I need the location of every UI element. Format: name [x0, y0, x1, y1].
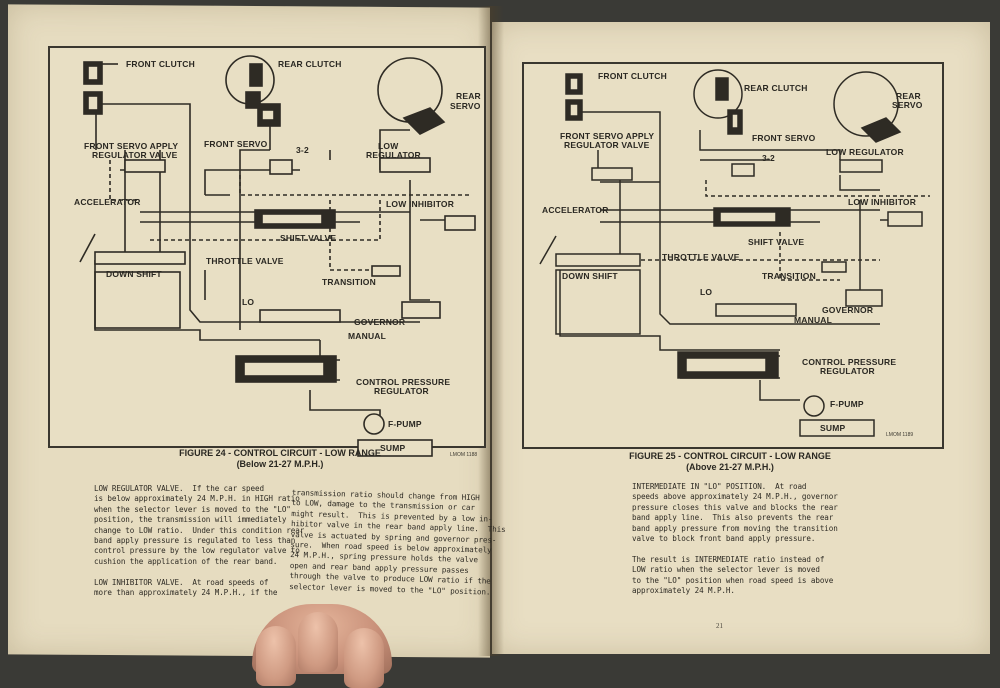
left-hydraulic-diagram: [79, 55, 476, 457]
left-text-column-1: LOW REGULATOR VALVE. If the car speed is…: [94, 484, 305, 598]
right-hydraulic-diagram: [539, 69, 930, 437]
r-label-rear-servo: REAR: [896, 91, 921, 101]
label-regulator-valve: REGULATOR VALVE: [92, 150, 178, 160]
label-low-regulator: REGULATOR: [366, 150, 421, 160]
r-label-front-clutch: FRONT CLUTCH: [598, 71, 667, 81]
left-figure-caption: FIGURE 24 - CONTROL CIRCUIT - LOW RANGE: [179, 448, 381, 458]
r-label-f-pump: F-PUMP: [830, 399, 864, 409]
right-figure-subcaption: (Above 21-27 M.P.H.): [686, 462, 774, 472]
label-throttle-valve: THROTTLE VALVE: [206, 256, 284, 266]
r-label-sump: SUMP: [820, 423, 846, 433]
label-rear-clutch: REAR CLUTCH: [278, 59, 342, 69]
r-label-lo: LO: [700, 287, 713, 297]
manual-valve-body: [259, 309, 341, 323]
label-control-pressure: CONTROL PRESSURE: [356, 377, 451, 387]
finger-2: [298, 612, 338, 672]
label-front-servo-apply: FRONT SERVO APPLY: [84, 141, 179, 151]
label-front-clutch: FRONT CLUTCH: [126, 59, 195, 69]
right-text-column: INTERMEDIATE IN "LO" POSITION. At road s…: [632, 482, 838, 596]
sump-box: [357, 439, 433, 457]
r-label-shift-valve: SHIFT VALVE: [748, 237, 805, 247]
right-figure-caption: FIGURE 25 - CONTROL CIRCUIT - LOW RANGE: [629, 451, 831, 461]
photo-scene: FRONT CLUTCH REAR CLUTCH REAR SERVO FRON…: [8, 4, 990, 688]
throttle-valve-body: [94, 251, 186, 265]
r-label-front-servo: FRONT SERVO: [752, 133, 816, 143]
label-front-servo: FRONT SERVO: [204, 139, 268, 149]
r-label-rear-servo-2: SERVO: [892, 100, 923, 110]
r-label-rear-clutch: REAR CLUTCH: [744, 83, 808, 93]
left-figure-subcaption: (Below 21-27 M.P.H.): [236, 459, 324, 469]
label-governor: GOVERNOR: [354, 317, 406, 327]
r-label-down-shift: DOWN SHIFT: [562, 271, 618, 281]
r-label-regulator-valve: REGULATOR VALVE: [564, 140, 650, 150]
r-label-control-pressure: CONTROL PRESSURE: [802, 357, 897, 367]
label-low: LOW: [378, 141, 399, 151]
r-label-low-inhibitor: LOW INHIBITOR: [848, 197, 917, 207]
label-rear-servo-2: SERVO: [450, 101, 481, 111]
front-servo-apply-valve: [124, 159, 166, 173]
r-label-manual: MANUAL: [794, 315, 833, 325]
label-lo: LO: [242, 297, 255, 307]
r-label-3-2: 3-2: [762, 153, 775, 163]
label-control-regulator: REGULATOR: [374, 386, 429, 396]
label-transition: TRANSITION: [322, 277, 376, 287]
r-label-control-regulator: REGULATOR: [820, 366, 875, 376]
left-diagram-code: LMOM 1188: [450, 452, 478, 458]
finger-1: [256, 626, 296, 686]
r-label-front-servo-apply: FRONT SERVO APPLY: [560, 131, 655, 141]
right-diagram-code: LMOM 1189: [886, 432, 914, 438]
r-label-throttle-valve: THROTTLE VALVE: [662, 252, 740, 262]
finger-3: [344, 628, 384, 688]
label-down-shift: DOWN SHIFT: [106, 269, 162, 279]
label-f-pump: F-PUMP: [388, 419, 422, 429]
label-accelerator: ACCELERATOR: [74, 197, 141, 207]
r-label-governor: GOVERNOR: [822, 305, 874, 315]
label-rear-servo: REAR: [456, 91, 481, 101]
r-label-transition: TRANSITION: [762, 271, 816, 281]
governor-body: [401, 301, 441, 319]
label-3-2: 3-2: [296, 145, 309, 155]
r-label-low-regulator: LOW REGULATOR: [826, 147, 904, 157]
label-sump: SUMP: [380, 443, 406, 453]
low-regulator-valve: [379, 157, 431, 173]
label-shift-valve: SHIFT VALVE: [280, 233, 337, 243]
label-low-inhibitor: LOW INHIBITOR: [386, 199, 455, 209]
f-pump-circle: [363, 413, 385, 435]
r-label-accelerator: ACCELERATOR: [542, 205, 609, 215]
right-page-number: 21: [716, 622, 723, 630]
label-manual: MANUAL: [348, 331, 387, 341]
